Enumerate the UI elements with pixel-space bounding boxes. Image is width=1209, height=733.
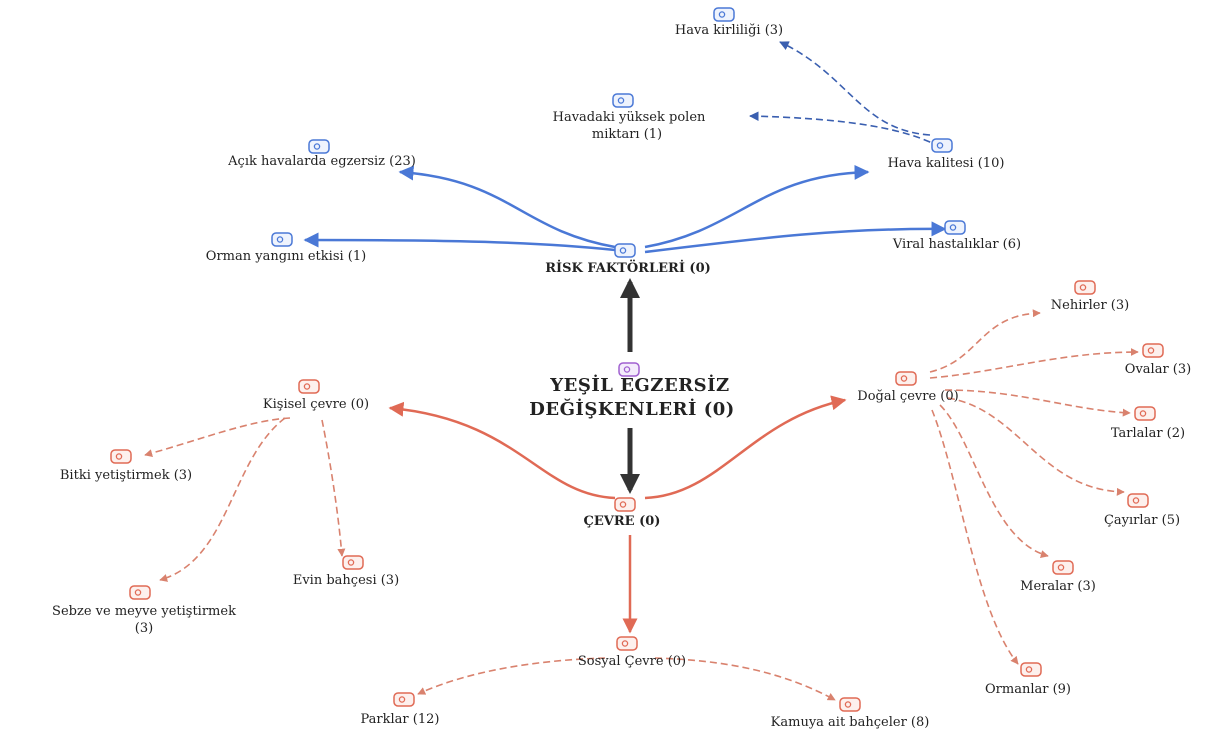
edge-dogal-meralar: [939, 404, 1049, 558]
node-acik-hava[interactable]: Açık havalarda egzersiz (23): [228, 154, 416, 169]
node-icon-bitki[interactable]: [110, 449, 132, 464]
node-icon-orman-yangini[interactable]: [271, 232, 293, 247]
node-kisisel[interactable]: Kişisel çevre (0): [262, 397, 370, 412]
node-icon-parklar[interactable]: [393, 692, 415, 707]
edge-hava-kalitesi-kirliligi: [779, 41, 931, 136]
edge-dogal-cayirlar: [947, 397, 1125, 496]
edge-dogal-nehirler: [929, 309, 1041, 373]
node-icon-cevre[interactable]: [614, 497, 636, 512]
edge-dogal-ovalar: [929, 348, 1139, 379]
node-icon-kisisel[interactable]: [298, 379, 320, 394]
node-icon-dogal[interactable]: [895, 371, 917, 386]
node-polen-line2[interactable]: miktarı (1): [591, 127, 663, 142]
edge-risk-acik-hava: [398, 165, 616, 249]
root-title-line1[interactable]: YEŞİL EGZERSİZ: [550, 375, 730, 396]
node-nehirler[interactable]: Nehirler (3): [1050, 298, 1130, 313]
node-orman-yangini[interactable]: Orman yangını etkisi (1): [205, 249, 367, 264]
node-icon-sosyal[interactable]: [616, 636, 638, 651]
node-cayirlar[interactable]: Çayırlar (5): [1103, 513, 1181, 528]
node-hava-kalitesi[interactable]: Hava kalitesi (10): [887, 156, 1005, 171]
node-icon-root[interactable]: [618, 362, 640, 377]
node-tarlalar[interactable]: Tarlalar (2): [1110, 426, 1186, 441]
root-title-line2[interactable]: DEĞİŞKENLERİ (0): [529, 399, 735, 420]
node-meralar[interactable]: Meralar (3): [1020, 579, 1096, 594]
node-ormanlar[interactable]: Ormanlar (9): [985, 682, 1071, 697]
risk-title[interactable]: RİSK FAKTÖRLERİ (0): [545, 261, 711, 276]
node-bitki[interactable]: Bitki yetiştirmek (3): [59, 468, 193, 483]
node-icon-evin[interactable]: [342, 555, 364, 570]
node-icon-acik-hava[interactable]: [308, 139, 330, 154]
edge-risk-viral: [644, 221, 947, 254]
edge-sosyal-kamuya: [654, 657, 836, 701]
node-icon-hava-kalitesi[interactable]: [931, 138, 953, 153]
node-icon-ovalar[interactable]: [1142, 343, 1164, 358]
node-icon-meralar[interactable]: [1052, 560, 1074, 575]
node-icon-sebze[interactable]: [129, 585, 151, 600]
edge-hava-kalitesi-polen: [749, 111, 941, 148]
node-evin[interactable]: Evin bahçesi (3): [292, 573, 400, 588]
node-sebze-count: (3): [134, 621, 154, 636]
node-icon-ormanlar[interactable]: [1020, 662, 1042, 677]
node-dogal[interactable]: Doğal çevre (0): [857, 389, 959, 404]
edge-risk-orman-yangini: [303, 232, 616, 252]
edge-cevre-dogal: [644, 395, 847, 500]
node-sebze[interactable]: Sebze ve meyve yetiştirmek: [52, 604, 236, 619]
node-sosyal[interactable]: Sosyal Çevre (0): [577, 654, 687, 669]
node-parklar[interactable]: Parklar (12): [360, 712, 440, 727]
node-icon-cayirlar[interactable]: [1127, 493, 1149, 508]
node-kamuya[interactable]: Kamuya ait bahçeler (8): [770, 715, 930, 730]
cevre-title[interactable]: ÇEVRE (0): [583, 514, 661, 529]
edge-kisisel-bitki: [144, 417, 291, 457]
edge-kisisel-sebze: [159, 417, 286, 582]
node-icon-risk[interactable]: [614, 243, 636, 258]
edge-cevre-kisisel: [388, 401, 616, 500]
node-hava-kirliligi[interactable]: Hava kirliliği (3): [674, 23, 784, 38]
node-polen-line1[interactable]: Havadaki yüksek polen: [552, 110, 706, 125]
edge-sosyal-parklar: [417, 657, 606, 695]
node-icon-hava-kirliligi[interactable]: [713, 7, 735, 22]
node-icon-viral[interactable]: [944, 220, 966, 235]
edge-kisisel-evin: [321, 419, 346, 557]
edge-dogal-ormanlar: [931, 409, 1019, 665]
node-icon-tarlalar[interactable]: [1134, 406, 1156, 421]
node-icon-polen[interactable]: [612, 93, 634, 108]
node-icon-nehirler[interactable]: [1074, 280, 1096, 295]
edge-dogal-tarlalar: [944, 389, 1131, 417]
node-ovalar[interactable]: Ovalar (3): [1124, 362, 1192, 377]
node-viral[interactable]: Viral hastalıklar (6): [892, 237, 1022, 252]
node-icon-kamuya[interactable]: [839, 697, 861, 712]
edge-risk-hava-kalitesi: [644, 164, 870, 249]
